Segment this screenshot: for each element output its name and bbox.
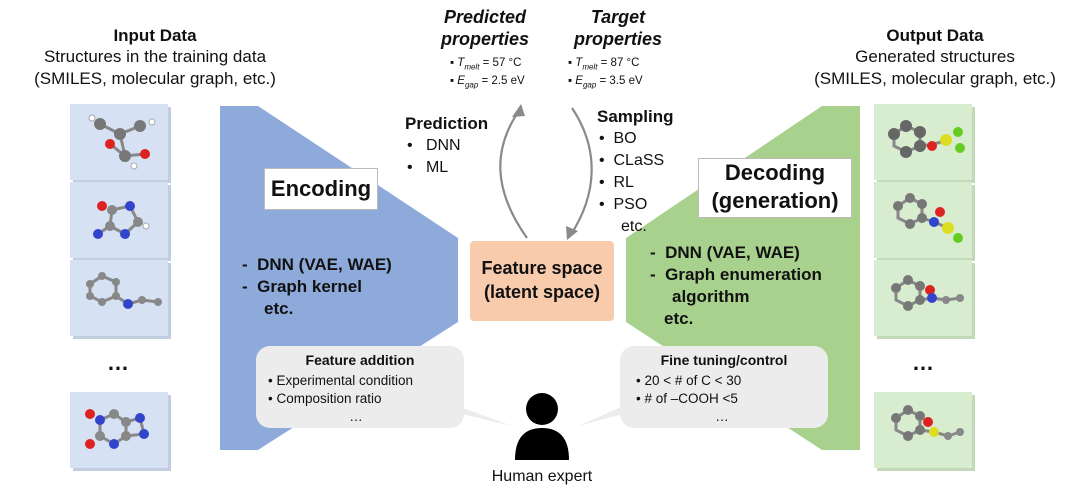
- decoding-label: Decoding (generation): [698, 158, 852, 218]
- output-data-subtitle-2: (SMILES, molecular graph, etc.): [814, 69, 1056, 88]
- decoding-label-2: (generation): [711, 188, 839, 213]
- output-molecule-card: [874, 182, 972, 258]
- output-data-subtitle-1: Generated structures: [855, 47, 1015, 66]
- output-data-title: Output Data: [886, 26, 984, 45]
- feature-space-box: [470, 241, 614, 321]
- decoding-method: - DNN (VAE, WAE): [650, 243, 800, 262]
- sampling-section: Sampling • BO • CLaSS • RL • PSO etc.: [597, 106, 674, 238]
- molecule-image: [93, 201, 150, 239]
- sampling-item: • PSO: [599, 196, 648, 213]
- encoding-label: Encoding: [264, 168, 378, 210]
- decoding-method: - Graph enumeration: [650, 265, 822, 284]
- input-data-header: Input Data Structures in the training da…: [20, 26, 290, 90]
- input-ellipsis: …: [107, 350, 131, 375]
- sampling-item: • BO: [599, 130, 637, 147]
- fine-tuning-more: …: [715, 409, 729, 424]
- input-molecule-card: [70, 182, 168, 258]
- predicted-properties: Predicted properties ▪ Tmelt = 57 °C ▪ E…: [420, 6, 550, 93]
- feature-addition-item: • Experimental condition: [268, 373, 414, 388]
- molecule-image: [88, 114, 156, 170]
- fine-tuning-item: • 20 < # of C < 30: [636, 373, 742, 388]
- molecule-image: [891, 405, 964, 441]
- predicted-title-2: properties: [440, 29, 530, 49]
- target-egap: ▪ Egap = 3.5 eV: [568, 75, 643, 90]
- molecule-image: [85, 409, 149, 449]
- molecule-image: [891, 275, 964, 311]
- prediction-arrowhead: [512, 104, 525, 117]
- output-ellipsis: …: [912, 350, 936, 375]
- feature-space-label: Feature space (latent space): [470, 256, 614, 304]
- encoding-method: - Graph kernel: [242, 277, 362, 296]
- sampling-etc: etc.: [621, 218, 647, 235]
- molecule-image: [893, 193, 963, 243]
- decoding-etc: etc.: [664, 309, 694, 328]
- target-tmelt: ▪ Tmelt = 87 °C: [568, 57, 640, 72]
- molecule-image: [86, 272, 162, 309]
- predicted-egap: ▪ Egap = 2.5 eV: [450, 75, 525, 90]
- input-molecule-card: [70, 104, 168, 180]
- sampling-title: Sampling: [597, 107, 674, 126]
- input-molecule-card: [70, 392, 168, 468]
- sampling-item: • CLaSS: [599, 152, 665, 169]
- target-title-2: properties: [573, 29, 663, 49]
- target-title-1: Target: [590, 7, 646, 27]
- input-molecule-card: [70, 260, 168, 336]
- predicted-title-1: Predicted: [443, 7, 527, 27]
- sampling-item: • RL: [599, 174, 634, 191]
- input-data-subtitle-2: (SMILES, molecular graph, etc.): [34, 69, 276, 88]
- feature-addition-bubble: Feature addition • Experimental conditio…: [256, 346, 464, 428]
- feature-addition-title: Feature addition: [305, 352, 415, 368]
- feature-space-line-2: (latent space): [483, 282, 601, 302]
- prediction-section: Prediction • DNN • ML: [405, 113, 488, 179]
- input-data-title: Input Data: [113, 26, 197, 45]
- output-data-header: Output Data Generated structures (SMILES…: [790, 26, 1080, 90]
- output-molecule-card: [874, 260, 972, 336]
- decoding-methods: - DNN (VAE, WAE) - Graph enumeration alg…: [650, 242, 822, 330]
- target-properties: Target properties ▪ Tmelt = 87 °C ▪ Egap…: [558, 6, 678, 93]
- prediction-title: Prediction: [405, 114, 489, 133]
- feature-addition-more: …: [349, 409, 363, 424]
- decoding-label-1: Decoding: [724, 160, 826, 185]
- output-molecule-card: [874, 104, 972, 180]
- output-molecule-card: [874, 392, 972, 468]
- predicted-tmelt: ▪ Tmelt = 57 °C: [450, 57, 522, 72]
- encoding-etc: etc.: [264, 299, 294, 318]
- fine-tuning-title: Fine tuning/control: [660, 352, 788, 368]
- prediction-item: • ML: [407, 159, 449, 176]
- molecule-image: [888, 120, 965, 158]
- prediction-arrow: [499, 107, 528, 239]
- encoding-methods: - DNN (VAE, WAE) - Graph kernel etc.: [242, 254, 392, 320]
- decoding-method: algorithm: [672, 287, 750, 306]
- human-expert-label: Human expert: [491, 468, 593, 485]
- human-expert-icon: [515, 393, 569, 460]
- feature-addition-item: • Composition ratio: [268, 391, 382, 406]
- encoding-method: - DNN (VAE, WAE): [242, 255, 392, 274]
- fine-tuning-item: • # of –COOH <5: [636, 391, 738, 406]
- sampling-arrow: [569, 107, 593, 237]
- input-data-subtitle-1: Structures in the training data: [43, 47, 267, 66]
- prediction-item: • DNN: [407, 137, 461, 154]
- feature-space-line-1: Feature space: [481, 258, 603, 278]
- fine-tuning-bubble: Fine tuning/control • 20 < # of C < 30 •…: [620, 346, 828, 428]
- sampling-arrowhead: [566, 226, 578, 240]
